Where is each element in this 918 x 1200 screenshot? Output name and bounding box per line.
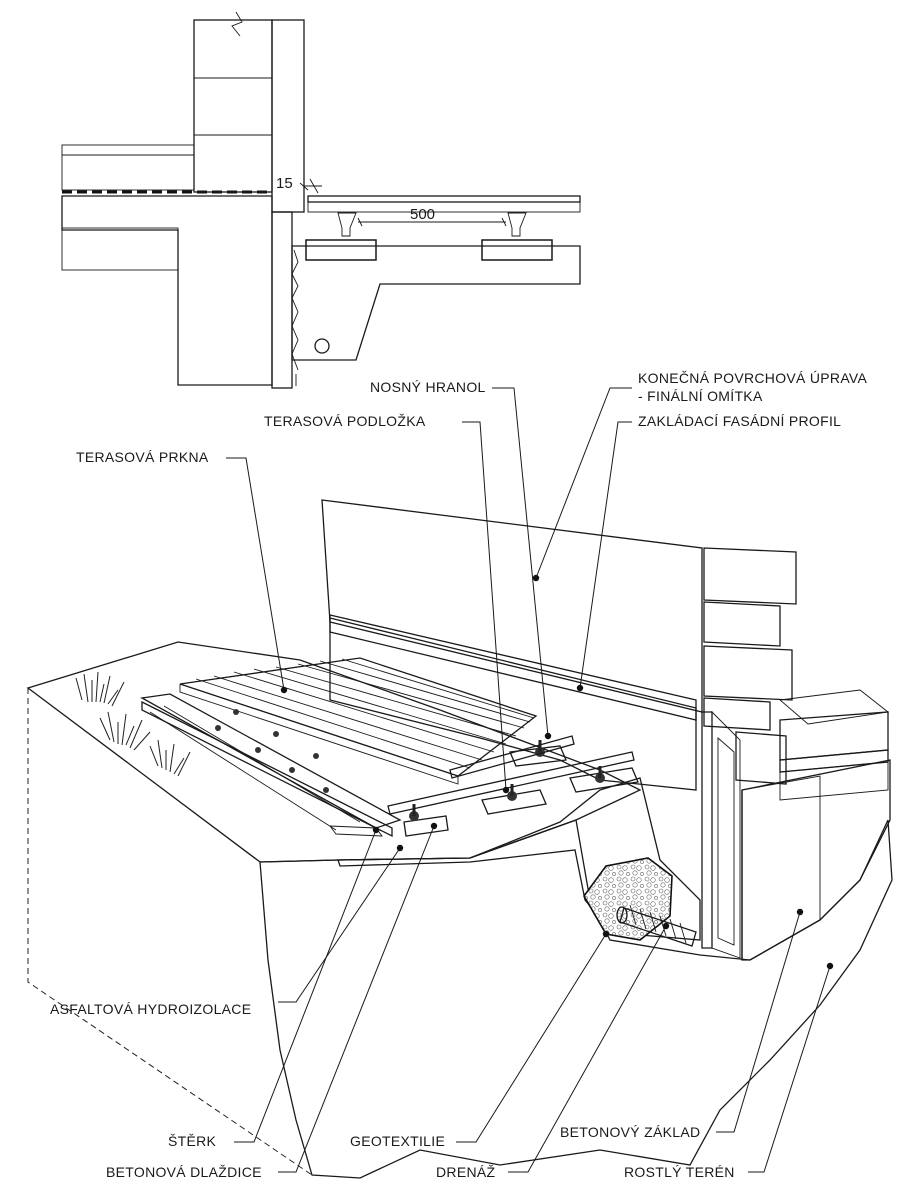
plinth-insulation (271, 211, 293, 389)
pavers-and-pedestals (403, 740, 639, 837)
floor-insulation-3d (779, 711, 889, 761)
floor-finish-layer (61, 144, 195, 156)
label-rostly-teren: ROSTLÝ TERÉN (624, 1164, 735, 1180)
section-paver-left (305, 239, 377, 261)
section-deck-board (307, 195, 581, 203)
section-drain-pipe (314, 338, 330, 354)
concrete-foundation (741, 759, 891, 961)
axonometric-view (26, 499, 893, 1179)
dimension-joint-gap: 15 (276, 175, 293, 192)
bearing-joists (141, 700, 635, 838)
masonry-wall (193, 19, 273, 193)
label-terasova-prkna: TERASOVÁ PRKNA (76, 449, 209, 465)
sub-base-gravel (61, 227, 179, 271)
decking-boards (139, 657, 538, 837)
section-pedestal-left (337, 212, 357, 237)
section-paver-right (481, 239, 553, 261)
geotextile-wrap (583, 857, 673, 941)
grass-tufts (75, 671, 191, 777)
gravel-fill (337, 777, 701, 941)
dimension-support-spacing: 500 (410, 206, 435, 223)
plinth-render (329, 614, 697, 791)
slab-and-foundation (61, 195, 273, 386)
break-mark (231, 11, 243, 37)
starter-profile (329, 617, 697, 721)
final-render (321, 499, 703, 713)
section-detail: 15 500 (61, 11, 581, 389)
ground-block-hidden-edge (27, 688, 313, 1176)
masonry-blocks-3d (703, 547, 797, 785)
label-betonovy-zaklad: BETONOVÝ ZÁKLAD (560, 1124, 700, 1140)
section-gravel-bed (291, 245, 581, 361)
label-geotextilie: GEOTEXTILIE (350, 1133, 445, 1149)
section-joist (307, 201, 581, 213)
leader-lines (226, 387, 834, 1173)
label-asfaltova-hydroizolace: ASFALTOVÁ HYDROIZOLACE (50, 1001, 251, 1017)
plinth-insulation-3d (701, 711, 713, 949)
floor-insulation-layer (61, 154, 195, 191)
section-pedestal-right (507, 212, 527, 237)
label-nosny-hranol: NOSNÝ HRANOL (370, 379, 486, 395)
label-povrchova-uprava-line2: - FINÁLNÍ OMÍTKA (638, 388, 763, 404)
label-sterk: ŠTĚRK (168, 1133, 217, 1149)
callout-labels: NOSNÝ HRANOL TERASOVÁ PODLOŽKA TERASOVÁ … (50, 370, 868, 1180)
label-zakladaci-profil: ZAKLÁDACÍ FASÁDNÍ PROFIL (638, 413, 841, 429)
label-betonova-dlazdice: BETONOVÁ DLAŽDICE (106, 1164, 262, 1180)
label-terasova-podlozka: TERASOVÁ PODLOŽKA (264, 413, 426, 429)
label-povrchova-uprava-line1: KONEČNÁ POVRCHOVÁ ÚPRAVA (638, 370, 868, 386)
label-drenaz: DRENÁŽ (436, 1164, 496, 1180)
